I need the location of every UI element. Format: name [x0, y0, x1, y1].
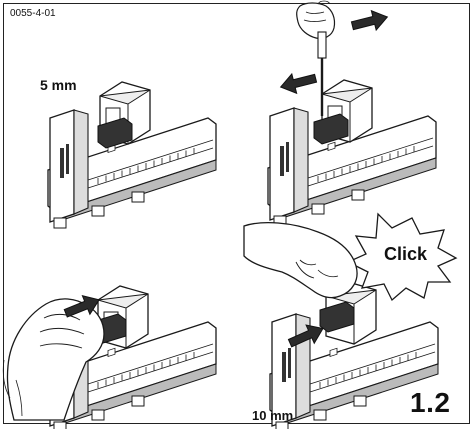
arrow-icon	[277, 68, 319, 98]
panel-bottom-right	[243, 212, 458, 429]
panel-top-left	[47, 81, 217, 229]
arrow-icon	[349, 6, 391, 36]
hand-illustration	[2, 298, 105, 421]
screwdriver	[317, 31, 327, 116]
click-burst	[346, 212, 458, 302]
step-number: 1.2	[410, 387, 451, 418]
document-id: 0055-4-01	[10, 8, 56, 19]
hand-illustration	[243, 222, 358, 299]
hand-holding-screwdriver	[296, 0, 336, 40]
panel-top-right	[267, 0, 437, 227]
click-callout-text: Click	[384, 244, 428, 264]
panel-bottom-left	[2, 285, 217, 429]
dimension-label-top: 5 mm	[40, 77, 77, 93]
dimension-label-bottom: 10 mm	[252, 408, 294, 423]
